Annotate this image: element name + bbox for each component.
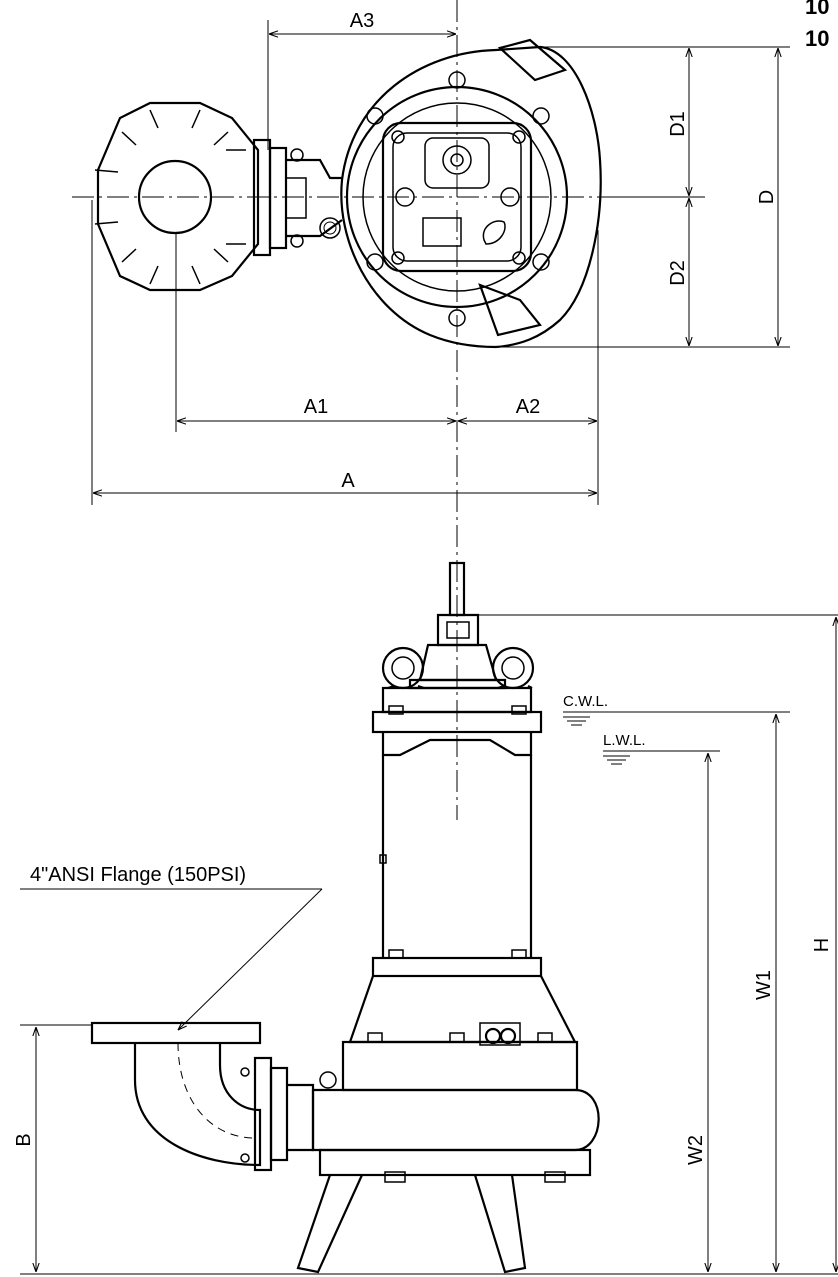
side-view: 4"ANSI Flange (150PSI) C.W.L. L.W.L. H W… — [13, 561, 838, 1275]
lifting-eyes — [381, 646, 535, 690]
lower-casing — [341, 1040, 579, 1092]
dim-w1-label: W1 — [753, 970, 775, 1000]
motor-frame — [381, 755, 533, 958]
flange-leader — [178, 888, 323, 1030]
middle-flange — [371, 956, 543, 978]
dim-a-label: A — [341, 470, 355, 492]
model-number-line-1: 10 — [805, 0, 829, 19]
pump-base-stand — [94, 101, 260, 292]
dim-h-label: H — [811, 938, 833, 952]
dim-b-label: B — [13, 1133, 35, 1146]
dim-a3-label: A3 — [350, 10, 374, 32]
dim-d1-label: D1 — [667, 111, 689, 137]
leg-right — [473, 1174, 527, 1274]
leg-left — [296, 1174, 364, 1274]
upper-flange — [371, 710, 543, 734]
dim-d2-label: D2 — [667, 260, 689, 286]
plan-view: D1 D2 D A3 A1 A2 A — [72, 0, 790, 820]
model-number-line-2: 10 — [805, 26, 829, 51]
dim-d-label: D — [756, 190, 778, 204]
discharge-elbow — [90, 1021, 337, 1172]
pump-casing-plan — [340, 38, 602, 349]
flange-note: 4"ANSI Flange (150PSI) — [30, 864, 246, 886]
dim-a1-label: A1 — [304, 396, 328, 418]
volute-side — [311, 1088, 600, 1152]
cwl-label: C.W.L. — [563, 693, 608, 710]
discharge-flange — [252, 138, 343, 257]
dim-w2-label: W2 — [685, 1135, 707, 1165]
cwl-symbol — [563, 716, 590, 726]
dim-a2-label: A2 — [516, 396, 540, 418]
lwl-label: L.W.L. — [603, 732, 646, 749]
lwl-symbol — [603, 755, 630, 765]
